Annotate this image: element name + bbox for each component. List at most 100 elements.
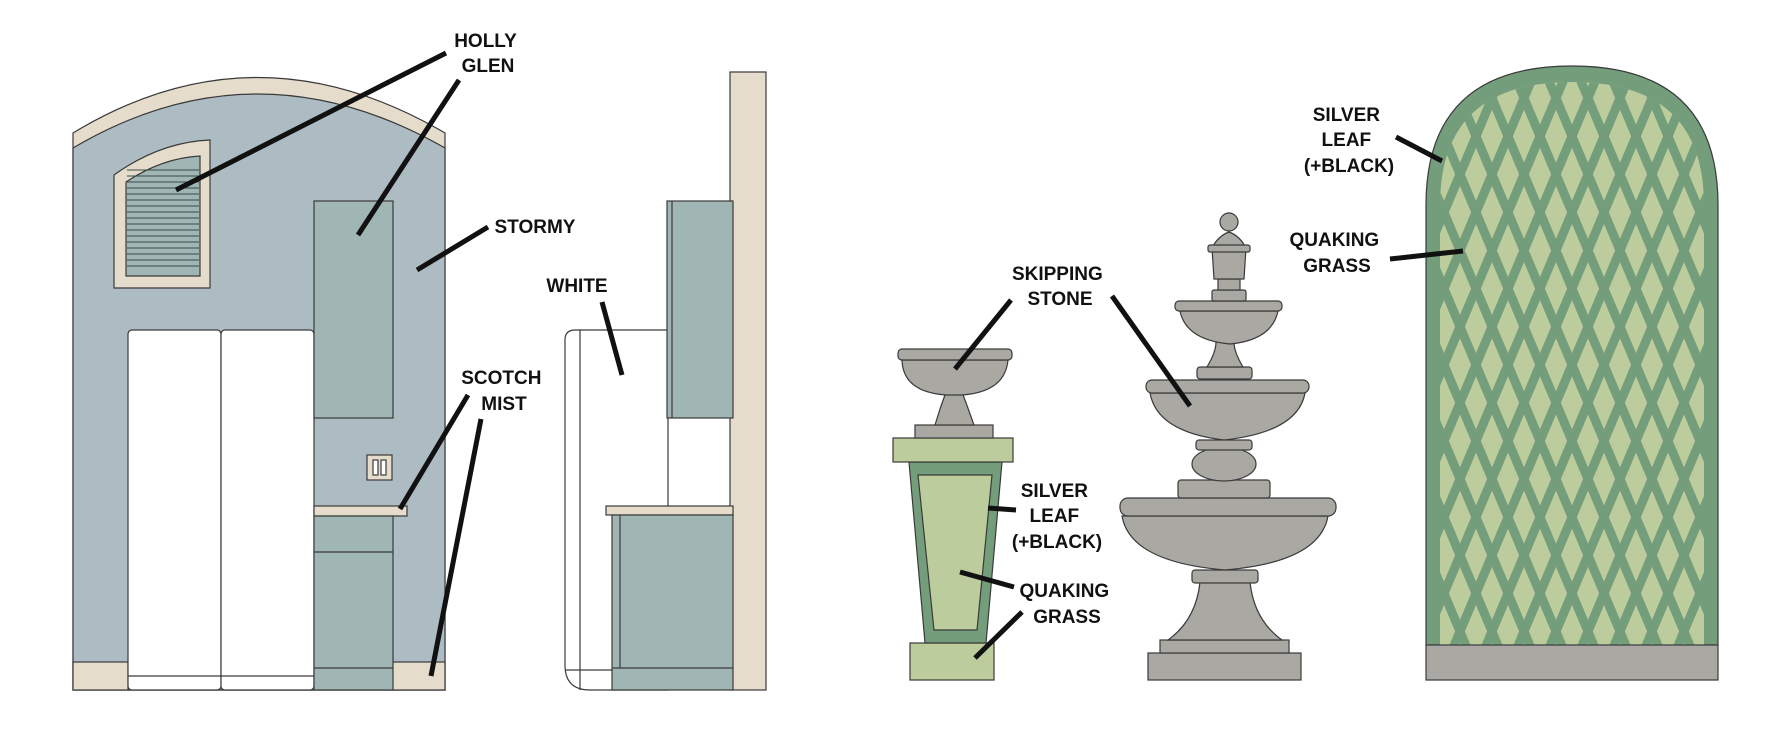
pedestal-cap [892,437,1014,463]
lower-cabinet [313,515,394,691]
urn-lip [897,348,1013,361]
fountain-middle-rim [1145,379,1310,394]
leader-skipping-stone-urn [953,298,1013,371]
leader-silver-leaf-pedestal [987,505,1017,513]
leader-quaking-grass-trellis [1389,248,1464,262]
leader-stormy [415,224,490,273]
side-upper-cabinet [666,200,734,419]
lattice-slat [1440,82,1679,645]
fountain-lower-bowl [1121,515,1329,571]
pedestal-base [909,642,995,681]
side-wall-elevation [564,71,767,691]
label-white: WHITE [546,276,607,297]
white-door-left [127,329,222,691]
fountain-upper-stem [1205,341,1245,368]
lattice-slat [1440,82,1615,645]
label-quaking-grass-trellis: QUAKING GRASS [1289,230,1384,277]
fountain-base-stem [1166,581,1284,641]
label-silver-leaf-pedestal: SILVER LEAF (+BLACK) [1012,481,1102,553]
switch-toggle-left [372,459,379,476]
urn-foot [914,424,994,439]
baseboard-right [390,661,446,691]
leader-silver-leaf-trellis [1394,134,1444,164]
lattice-slat [1625,82,1704,645]
finial-neck [1217,278,1241,291]
side-trim-column [729,71,767,691]
lattice-slat [1561,82,1704,645]
leader-quaking-grass-panel [959,569,1015,590]
lattice-slat [1440,82,1673,645]
lattice-slat [766,60,1060,743]
leader-scotch-mist-counter [397,393,471,511]
leader-scotch-mist-baseboard [428,418,484,677]
lattice-slat [862,60,1156,743]
lattice-slat [1732,60,1778,743]
trellis-lattice [766,60,1778,743]
lattice-slat [1440,82,1641,645]
label-quaking-grass-pedestal: QUAKING GRASS [1019,581,1114,628]
leader-holly-glen-vent [174,50,448,193]
pedestal [892,348,1014,681]
urn-bowl [901,359,1009,396]
light-switch [366,454,393,481]
leader-quaking-grass-base [973,610,1024,660]
upper-cabinet [313,200,394,419]
white-door-right [220,329,315,691]
side-counter [605,505,734,516]
lattice-slat [1529,82,1704,645]
leader-white [599,301,625,376]
lattice-slat [1593,82,1704,645]
fountain-base-collar [1191,569,1259,584]
fountain [1119,212,1337,681]
baseboard-left [72,661,129,691]
lattice-slat [1440,82,1583,645]
counter-top [313,505,408,517]
switch-toggle-right [380,459,387,476]
leader-skipping-stone-fountain [1109,294,1193,408]
color-labels: HOLLY GLEN STORMY WHITE SCOTCH MIST SKIP… [454,31,1394,628]
label-skipping-stone: SKIPPING STONE [1012,264,1108,310]
fountain-plinth [1147,652,1302,681]
fountain-upper-bowl [1179,310,1279,345]
lattice-slat [1465,82,1704,645]
lattice-slat [1758,60,1778,743]
finial-knob [1219,212,1239,232]
leader-holly-glen-cabinet [355,78,462,237]
label-silver-leaf-trellis: SILVER LEAF (+BLACK) [1304,105,1394,177]
trellis-base [1425,644,1719,681]
front-wall-elevation [72,77,446,691]
trellis [766,60,1778,743]
fountain-mid-knob [1191,446,1257,482]
lattice-slat [1440,82,1545,645]
finial-collar [1211,289,1247,302]
lattice-slat [1440,82,1513,645]
fountain-upper-collar [1196,366,1253,380]
lattice-slat [1440,82,1519,645]
lattice-slat [1440,82,1647,645]
lattice-slat [1726,60,1778,743]
lattice-slat [1440,82,1551,645]
lattice-slat [1497,82,1704,645]
label-scotch-mist: SCOTCH MIST [461,368,547,415]
pedestal-panel [917,474,993,631]
urn-stem [934,391,975,426]
finial-band [1207,244,1251,253]
fountain-middle-bowl [1149,392,1306,441]
lattice-slat [1440,82,1609,645]
label-holly-glen: HOLLY GLEN [454,31,522,77]
fountain-upper-rim [1174,300,1283,312]
lattice-slat [1440,82,1577,645]
lattice-slat [1440,82,1704,645]
finial-body [1211,231,1247,280]
lattice-slat [1764,60,1778,743]
fountain-plinth-step [1159,639,1290,654]
fountain-mid-neck [1195,439,1253,451]
label-stormy: STORMY [495,217,576,238]
leader-lines [174,50,1464,677]
side-lower-cabinet [611,514,734,691]
fountain-mid-pedestal [1177,479,1271,499]
lattice-slat [1440,82,1704,645]
fountain-lower-rim [1119,497,1337,517]
